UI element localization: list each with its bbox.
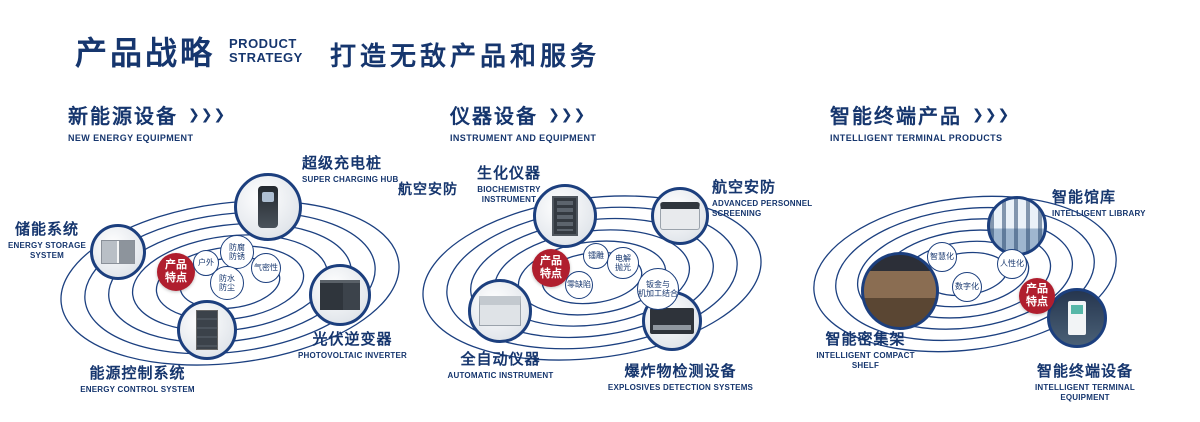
page-title: 产品战略 bbox=[75, 35, 216, 71]
section-subtitle: INTELLIGENT TERMINAL PRODUCTS bbox=[830, 133, 1003, 143]
intelligent-library-image bbox=[987, 196, 1047, 256]
instrument-rack-icon bbox=[552, 196, 578, 236]
feature-bubble: 防水 防尘 bbox=[210, 266, 244, 300]
photovoltaic-inverter-label: 光伏逆变器 PHOTOVOLTAIC INVERTER bbox=[297, 331, 408, 360]
screening-machine-icon bbox=[660, 202, 700, 230]
section-new-energy-header: 新能源设备 ❯❯❯ NEW ENERGY EQUIPMENT bbox=[68, 100, 226, 143]
product-features-badge: 产品 特点 bbox=[1019, 278, 1055, 314]
inverter-icon bbox=[320, 280, 360, 310]
section-intelligent-header: 智能终端产品 ❯❯❯ INTELLIGENT TERMINAL PRODUCTS bbox=[830, 100, 1010, 143]
energy-storage-icon bbox=[101, 240, 135, 264]
automatic-instrument-label: 全自动仪器 AUTOMATIC INSTRUMENT bbox=[447, 351, 554, 380]
section-title: 智能终端产品 bbox=[830, 106, 962, 128]
control-cabinet-icon bbox=[196, 310, 218, 350]
triple-chevron-icon: ❯❯❯ bbox=[188, 106, 227, 122]
personnel-screening-image bbox=[651, 187, 709, 245]
intelligent-compact-shelf-label: 智能密集架 INTELLIGENT COMPACT SHELF bbox=[816, 331, 915, 371]
feature-bubble: 零缺陷 bbox=[565, 271, 593, 299]
biochemistry-instrument-image bbox=[533, 184, 597, 248]
section-title: 仪器设备 bbox=[450, 106, 538, 128]
automatic-instrument-image bbox=[468, 279, 532, 343]
intelligent-terminal-image bbox=[1047, 288, 1107, 348]
intelligent-terminal-label: 智能终端设备 INTELLIGENT TERMINAL EQUIPMENT bbox=[1035, 363, 1135, 403]
charging-pile-icon bbox=[258, 186, 278, 228]
super-charging-hub-label: 超级充电桩 SUPER CHARGING HUB bbox=[302, 155, 399, 184]
page-header: 产品战略 PRODUCT STRATEGY bbox=[75, 28, 303, 74]
triple-chevron-icon: ❯❯❯ bbox=[972, 106, 1011, 122]
super-charging-hub-image bbox=[234, 173, 302, 241]
energy-control-system-label: 能源控制系统 ENERGY CONTROL SYSTEM bbox=[80, 365, 195, 394]
intelligent-library-label: 智能馆库 INTELLIGENT LIBRARY bbox=[1052, 189, 1146, 218]
biochemistry-instrument-label: 生化仪器 BIOCHEMISTRY INSTRUMENT bbox=[476, 165, 541, 205]
feature-bubble: 智慧化 bbox=[927, 242, 957, 272]
photovoltaic-inverter-image bbox=[309, 264, 371, 326]
section-subtitle: NEW ENERGY EQUIPMENT bbox=[68, 133, 194, 143]
feature-bubble: 气密性 bbox=[251, 253, 281, 283]
feature-bubble: 人性化 bbox=[997, 249, 1027, 279]
intelligent-compact-shelf-image bbox=[861, 252, 939, 330]
analyzer-icon bbox=[479, 296, 521, 326]
personnel-screening-label: 航空安防 ADVANCED PERSONNEL SCREENING bbox=[712, 179, 813, 219]
feature-bubble: 钣金与 机加工结合 bbox=[637, 268, 679, 310]
page-title-en: PRODUCT STRATEGY bbox=[229, 36, 303, 65]
energy-storage-label: 储能系统 ENERGY STORAGE SYSTEM bbox=[7, 221, 87, 261]
kiosk-icon bbox=[1068, 301, 1086, 335]
feature-bubble: 防腐 防锈 bbox=[220, 235, 254, 269]
energy-storage-image bbox=[90, 224, 146, 280]
feature-bubble: 数字化 bbox=[952, 272, 982, 302]
section-subtitle: INSTRUMENT AND EQUIPMENT bbox=[450, 133, 597, 143]
product-features-badge: 产品 特点 bbox=[157, 253, 195, 291]
energy-control-system-image bbox=[177, 300, 237, 360]
page-slogan: 打造无敌产品和服务 bbox=[330, 41, 601, 71]
product-features-badge: 产品 特点 bbox=[532, 249, 570, 287]
detection-machine-icon bbox=[650, 308, 694, 334]
aviation-security-side-label: 航空安防 bbox=[398, 181, 458, 197]
explosives-detection-label: 爆炸物检测设备 EXPLOSIVES DETECTION SYSTEMS bbox=[607, 363, 754, 392]
feature-bubble: 电解 抛光 bbox=[607, 247, 639, 279]
triple-chevron-icon: ❯❯❯ bbox=[548, 106, 587, 122]
section-instrument-header: 仪器设备 ❯❯❯ INSTRUMENT AND EQUIPMENT bbox=[450, 100, 596, 143]
feature-bubble: 镭雕 bbox=[583, 243, 609, 269]
section-title: 新能源设备 bbox=[68, 106, 178, 128]
